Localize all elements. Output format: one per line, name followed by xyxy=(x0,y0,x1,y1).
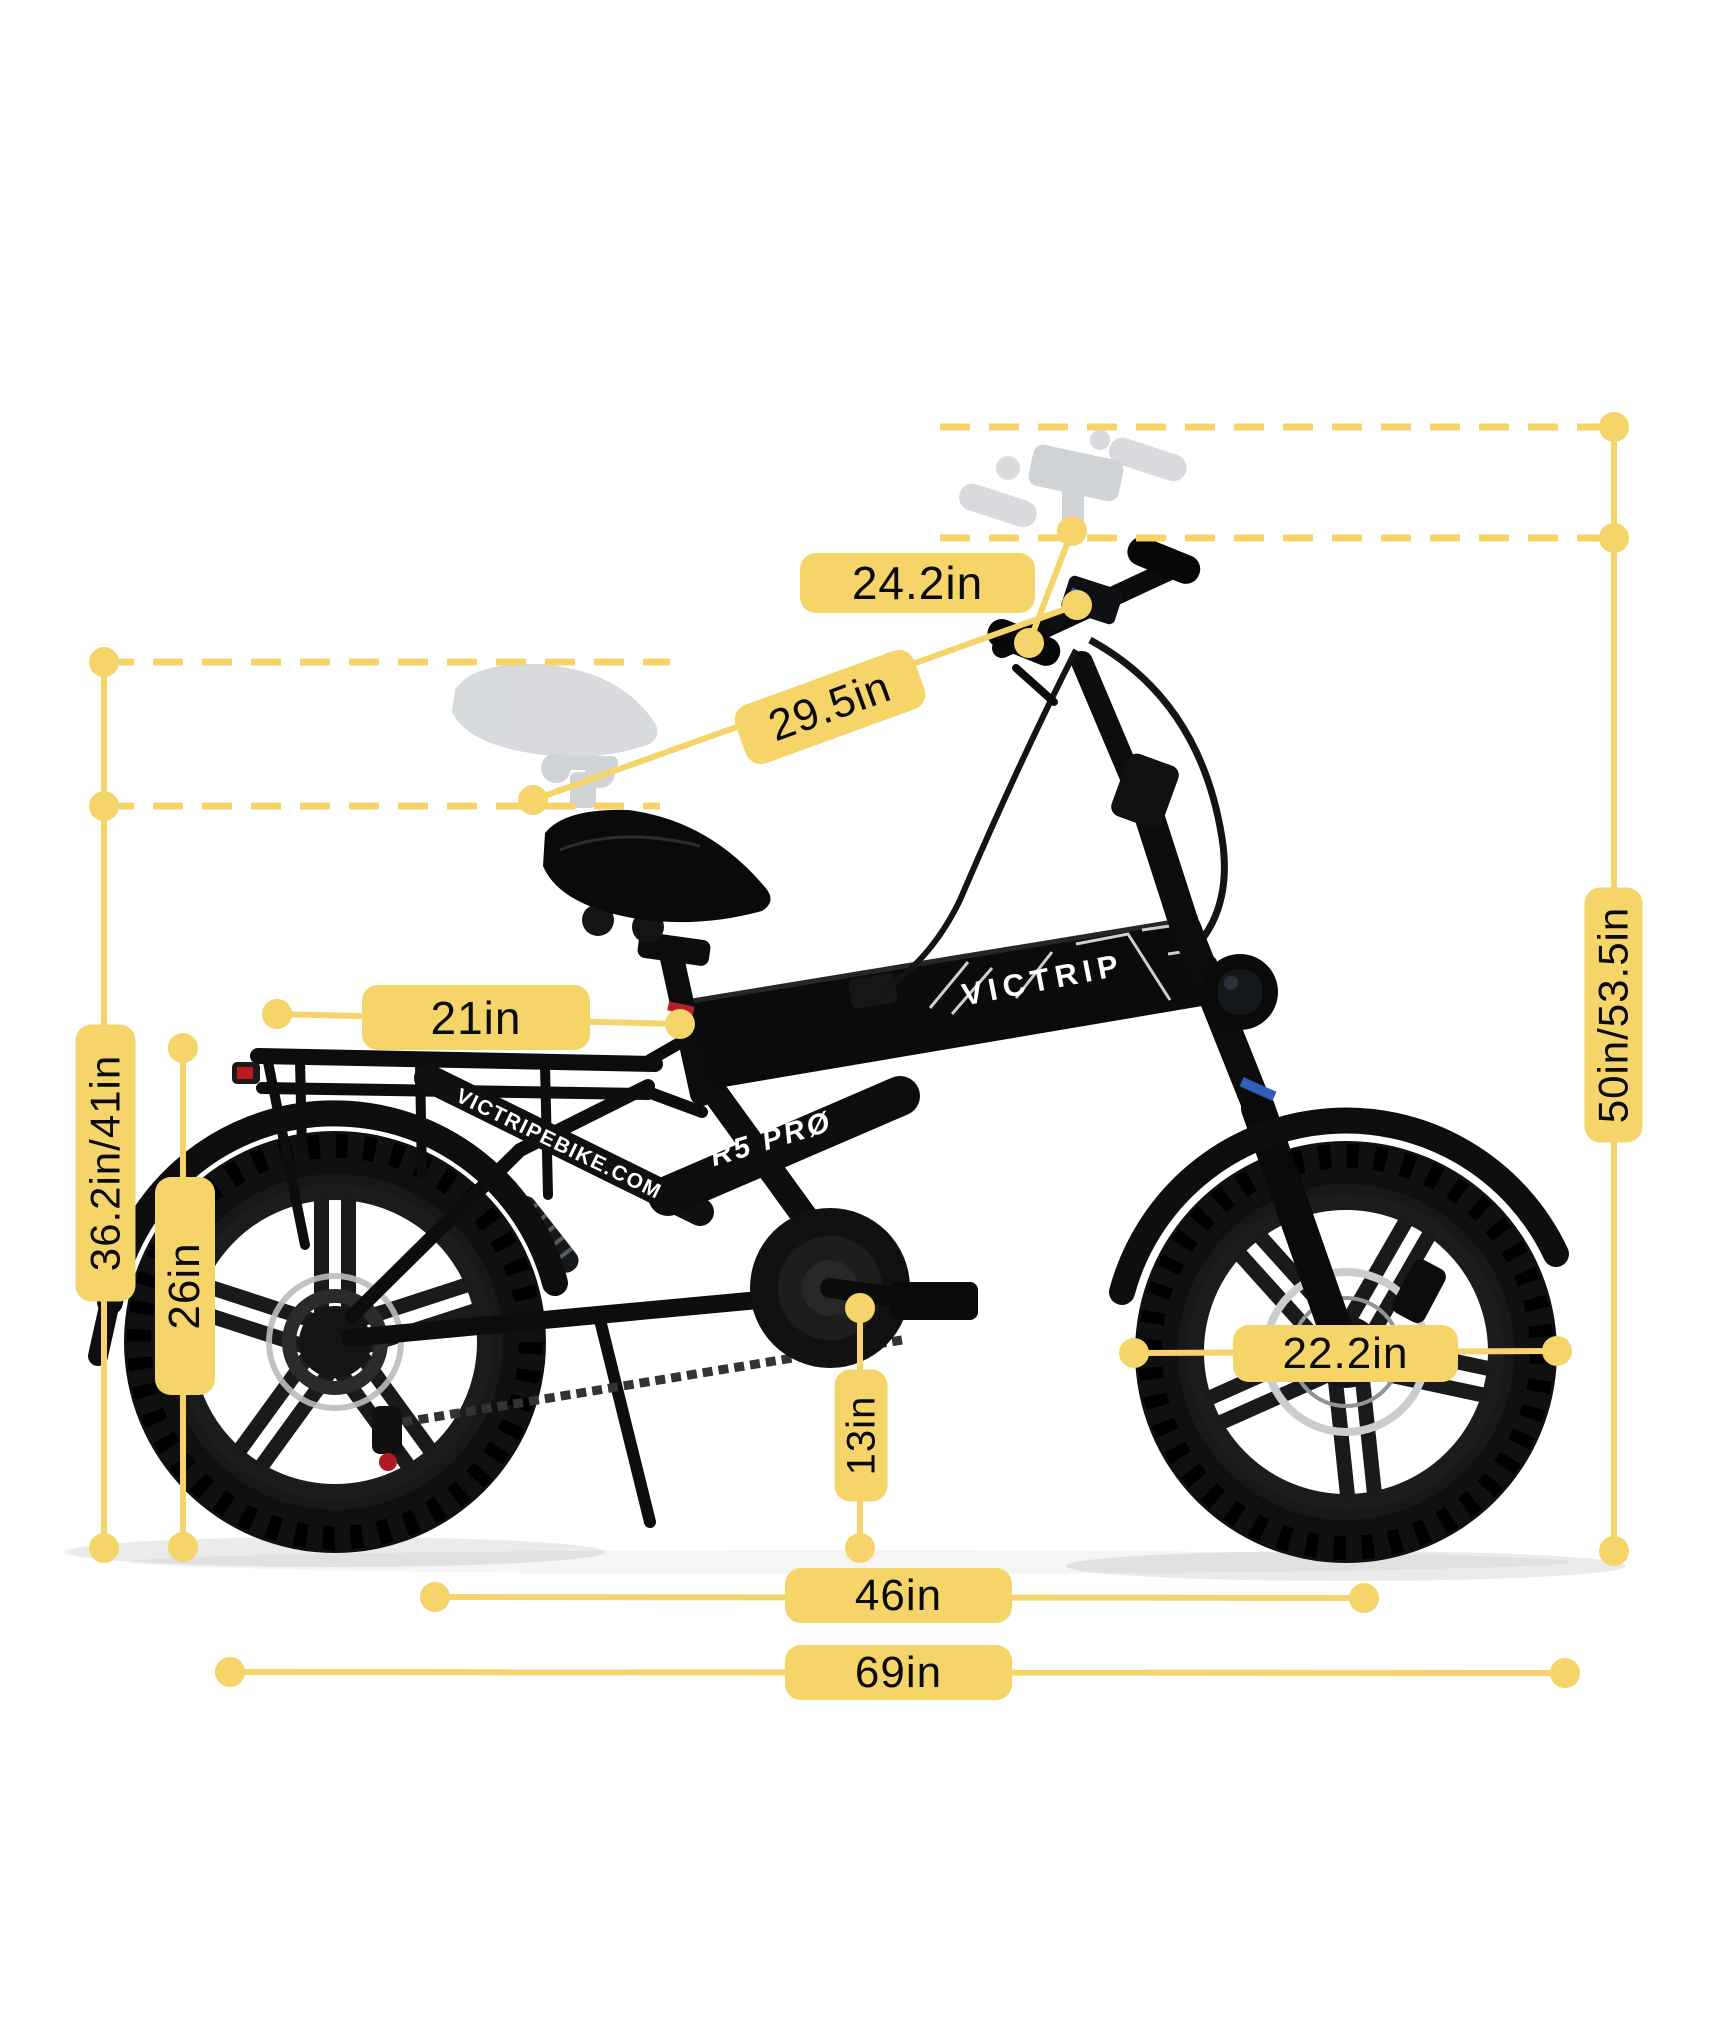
saddle xyxy=(543,809,771,923)
rear-reflector-lens xyxy=(237,1067,253,1079)
saddle-stitch xyxy=(559,835,701,852)
shadow xyxy=(1066,1551,1626,1581)
derailleur xyxy=(372,1406,402,1454)
badge-handlebar-width: 24.2in xyxy=(800,553,1035,613)
battery-panel-edge xyxy=(685,915,1199,1005)
headlight-bracket xyxy=(1183,933,1217,967)
battery-panel xyxy=(686,918,1214,1090)
fork-accent-ring xyxy=(1239,1077,1277,1101)
brake-cable xyxy=(1088,636,1228,945)
rear-fender xyxy=(97,1100,568,1315)
headlight-lens xyxy=(1217,969,1263,1015)
badge-crank-clearance: 13in xyxy=(834,1369,888,1502)
brake-lever xyxy=(1012,664,1058,706)
derailleur-pulley xyxy=(379,1453,397,1471)
dimension-dots xyxy=(89,412,1629,1688)
head-tube xyxy=(1133,797,1201,945)
badge-wheel-diameter: 22.2in xyxy=(1233,1325,1458,1382)
frame-fold-latch xyxy=(848,973,898,1009)
badge-rack-length: 21in xyxy=(362,985,590,1050)
saddle-spring xyxy=(582,904,614,936)
ghost-saddle xyxy=(452,663,658,808)
shift-cable xyxy=(878,648,1079,995)
folding-clamp xyxy=(1111,753,1179,829)
badge-wheelbase: 46in xyxy=(785,1568,1012,1623)
shadow xyxy=(130,1550,1570,1574)
dimension-lines xyxy=(89,412,1629,1688)
rear-rack xyxy=(250,1030,708,1250)
pedal xyxy=(890,1282,978,1320)
line-handlebar-width xyxy=(1026,529,1075,645)
badge-handlebar-height-range: 50in/53.5in xyxy=(1584,887,1643,1143)
handlebar-grip-right xyxy=(1127,537,1201,584)
badge-saddle-height-range: 36.2in/41in xyxy=(75,1024,136,1302)
badge-total-length: 69in xyxy=(785,1645,1012,1700)
frame-lower-tube xyxy=(648,1076,920,1216)
fork-lower xyxy=(1241,1091,1359,1365)
headlight-glint xyxy=(1224,976,1238,990)
badge-rack-height: 26in xyxy=(155,1177,215,1395)
front-fender xyxy=(1109,1107,1569,1305)
